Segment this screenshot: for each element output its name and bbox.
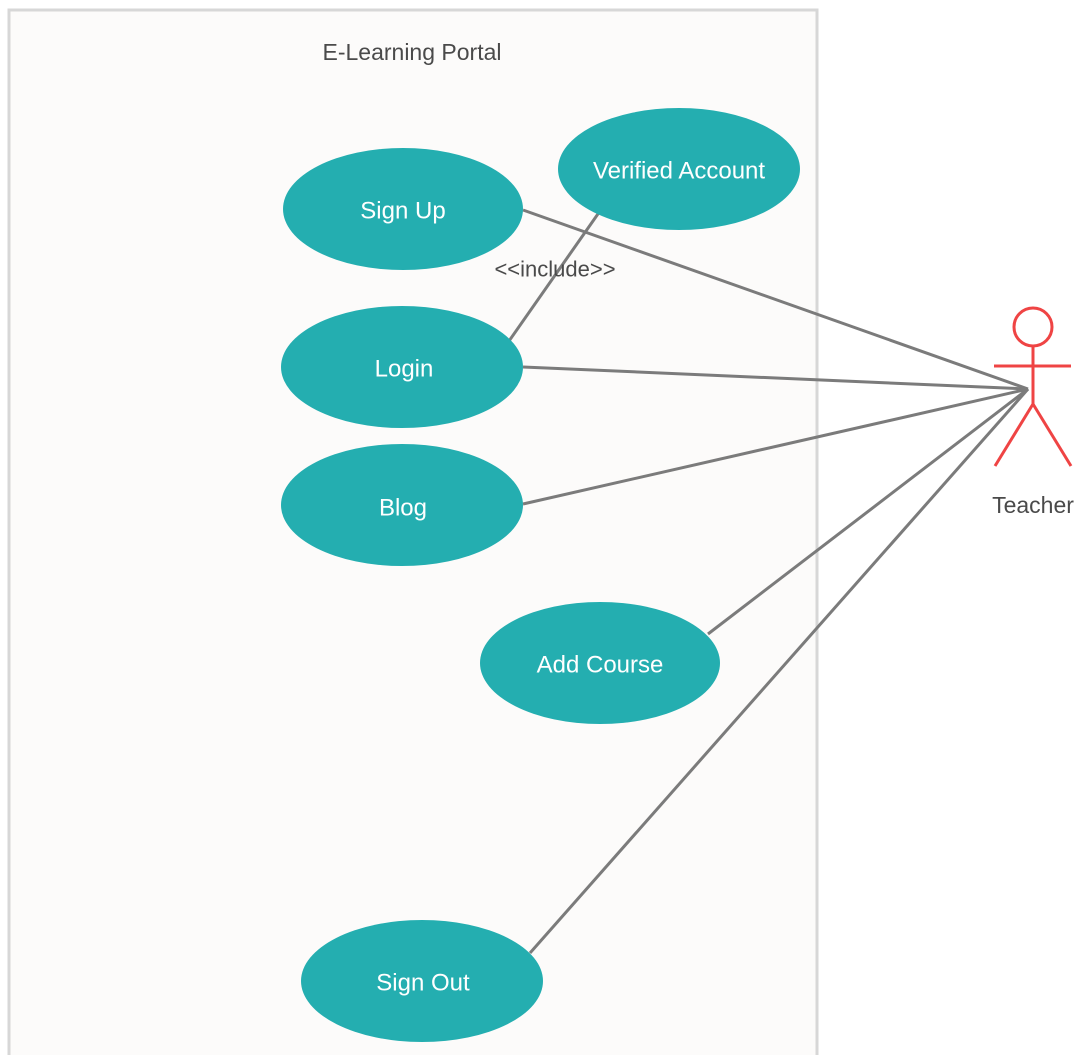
use-case-ellipse[interactable] [301, 920, 543, 1042]
association-login-teacher[interactable] [522, 365, 1029, 391]
use-case-verified-account[interactable]: Verified Account [558, 108, 800, 230]
stick-figure-icon [993, 306, 1073, 467]
include-relation-login-verified-account[interactable] [507, 210, 602, 342]
use-case-ellipse[interactable] [480, 602, 720, 724]
use-case-ellipse[interactable] [281, 444, 523, 566]
include-label: <<include>> [494, 257, 615, 282]
actor-name: Teacher [992, 492, 1074, 518]
use-case-ellipse[interactable] [283, 148, 523, 270]
use-case-label: Sign Up [360, 198, 445, 225]
use-case-ellipse[interactable] [281, 306, 523, 428]
use-case-label: Verified Account [593, 158, 765, 185]
association-sign-up-teacher[interactable] [522, 208, 1029, 391]
use-case-sign-up[interactable]: Sign Up [283, 148, 523, 270]
actor-right-leg [1031, 403, 1073, 467]
use-case-label: Add Course [537, 652, 664, 679]
use-case-login[interactable]: Login [281, 306, 523, 428]
association-blog-teacher[interactable] [522, 387, 1029, 506]
use-case-add-course[interactable]: Add Course [480, 602, 720, 724]
actor-head [1012, 306, 1054, 348]
use-case-sign-out[interactable]: Sign Out [301, 920, 543, 1042]
association-sign-out-teacher[interactable] [528, 388, 1030, 954]
association-add-course-teacher[interactable] [707, 387, 1029, 636]
use-case-label: Sign Out [376, 970, 470, 997]
associations [507, 208, 1030, 954]
use-case-ellipse[interactable] [558, 108, 800, 230]
system-title: E-Learning Portal [323, 39, 502, 65]
use-case-label: Login [375, 356, 434, 383]
use-case-label: Blog [379, 495, 427, 522]
actor-left-leg [993, 403, 1035, 467]
use-case-blog[interactable]: Blog [281, 444, 523, 566]
actor-teacher[interactable]: Teacher [992, 306, 1074, 518]
